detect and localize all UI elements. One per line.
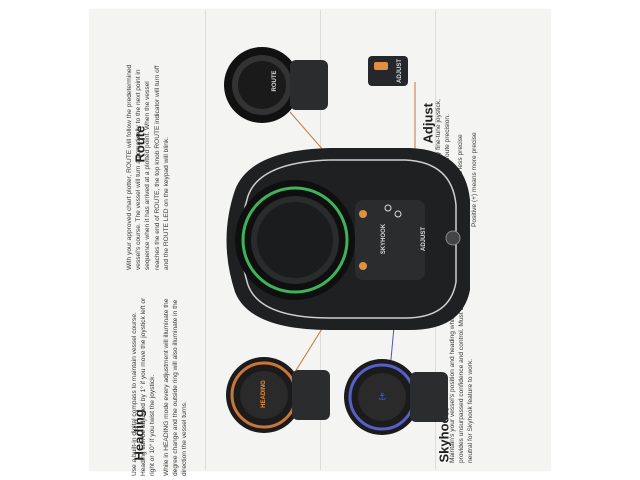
route-knob-label: ROUTE bbox=[272, 70, 278, 92]
main-skyhook-label: SKYHOOK bbox=[381, 223, 387, 255]
heading-keypad bbox=[292, 370, 330, 420]
keypad-led bbox=[359, 210, 367, 218]
skyhook-anchor-icon: ⚓ bbox=[378, 392, 387, 403]
adjust-keypad-label: ADJUST bbox=[397, 59, 403, 84]
skyhook-knob-illustration: ⚓ bbox=[344, 359, 448, 435]
center-knob-ring bbox=[241, 186, 349, 294]
fold-line bbox=[205, 10, 206, 470]
route-keypad bbox=[290, 60, 328, 110]
brand-logo-icon bbox=[445, 230, 461, 246]
main-console bbox=[226, 148, 470, 330]
center-knob-top bbox=[257, 202, 333, 278]
skyhook-keypad bbox=[410, 372, 448, 422]
adjust-led bbox=[374, 62, 388, 70]
heading-knob-label: HEADING bbox=[261, 380, 267, 408]
adjust-keypad-illustration bbox=[368, 56, 408, 86]
heading-knob bbox=[240, 371, 288, 419]
keypad bbox=[355, 200, 425, 280]
route-knob-illustration bbox=[224, 47, 328, 123]
route-knob-top bbox=[238, 61, 286, 109]
console-trim bbox=[240, 159, 457, 319]
skyhook-knob bbox=[358, 373, 406, 421]
heading-knob-illustration bbox=[226, 357, 330, 433]
route-icon bbox=[394, 210, 402, 218]
route-icon bbox=[384, 204, 392, 212]
main-adjust-label: ADJUST bbox=[421, 227, 427, 252]
keypad-led bbox=[359, 262, 367, 270]
